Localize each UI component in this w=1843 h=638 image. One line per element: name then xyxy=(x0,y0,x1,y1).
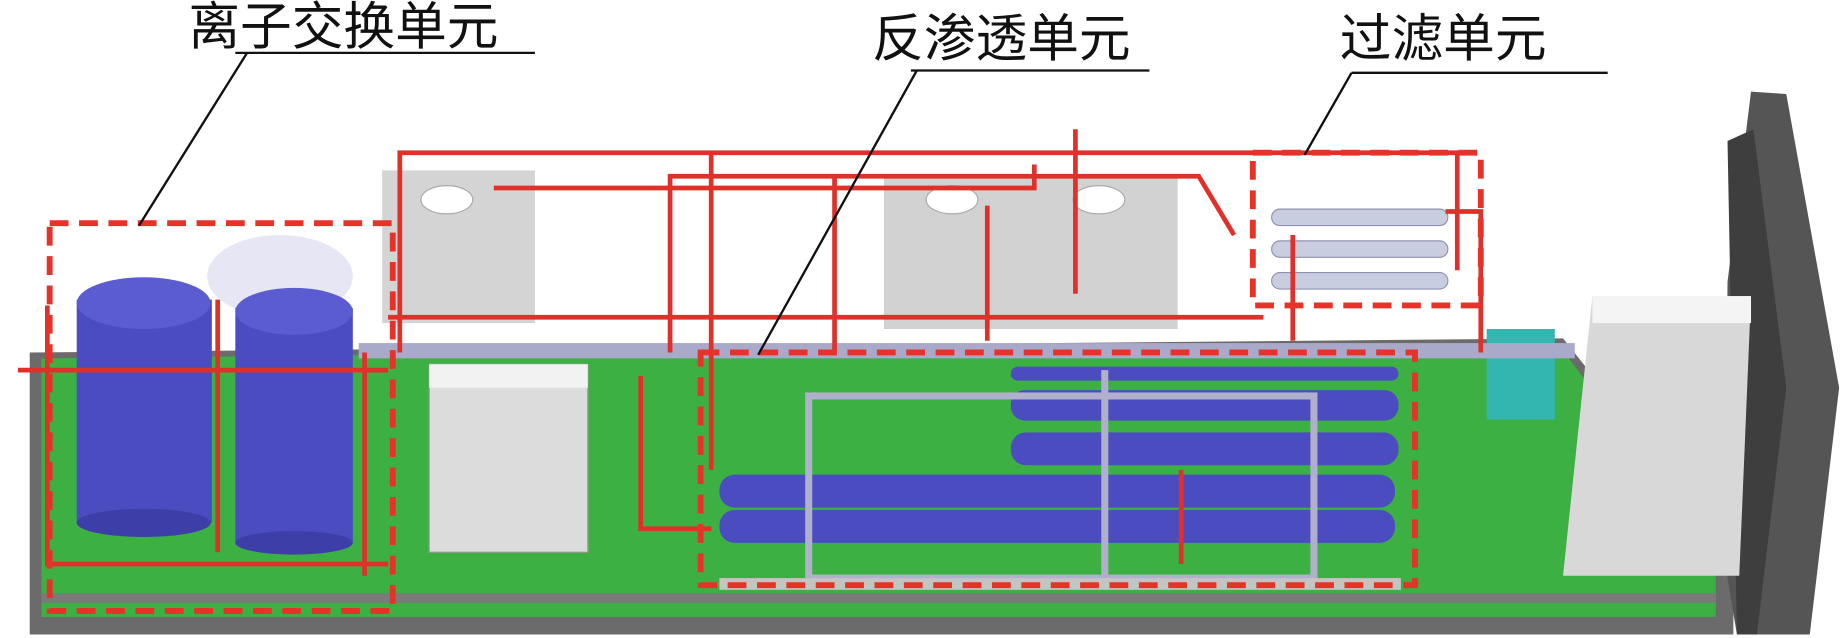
ion-exchange-tanks xyxy=(76,234,353,555)
ion-exchange-box xyxy=(46,220,396,614)
label-ion-exchange-unit: 离子交换单元 xyxy=(188,0,498,58)
control-cabinet-right xyxy=(1486,296,1752,576)
label-filtration-unit: 过滤单元 xyxy=(1340,9,1547,69)
filtration-box xyxy=(1249,149,1484,309)
end-wall xyxy=(1725,91,1840,635)
filter-cartridges xyxy=(1271,208,1449,290)
highlight-boxes xyxy=(46,149,1484,614)
storage-tanks xyxy=(382,170,1178,553)
label-reverse-osmosis-unit: 反渗透单元 xyxy=(872,9,1130,69)
reverse-osmosis-box xyxy=(697,349,1418,589)
leader-lines xyxy=(137,51,1608,356)
